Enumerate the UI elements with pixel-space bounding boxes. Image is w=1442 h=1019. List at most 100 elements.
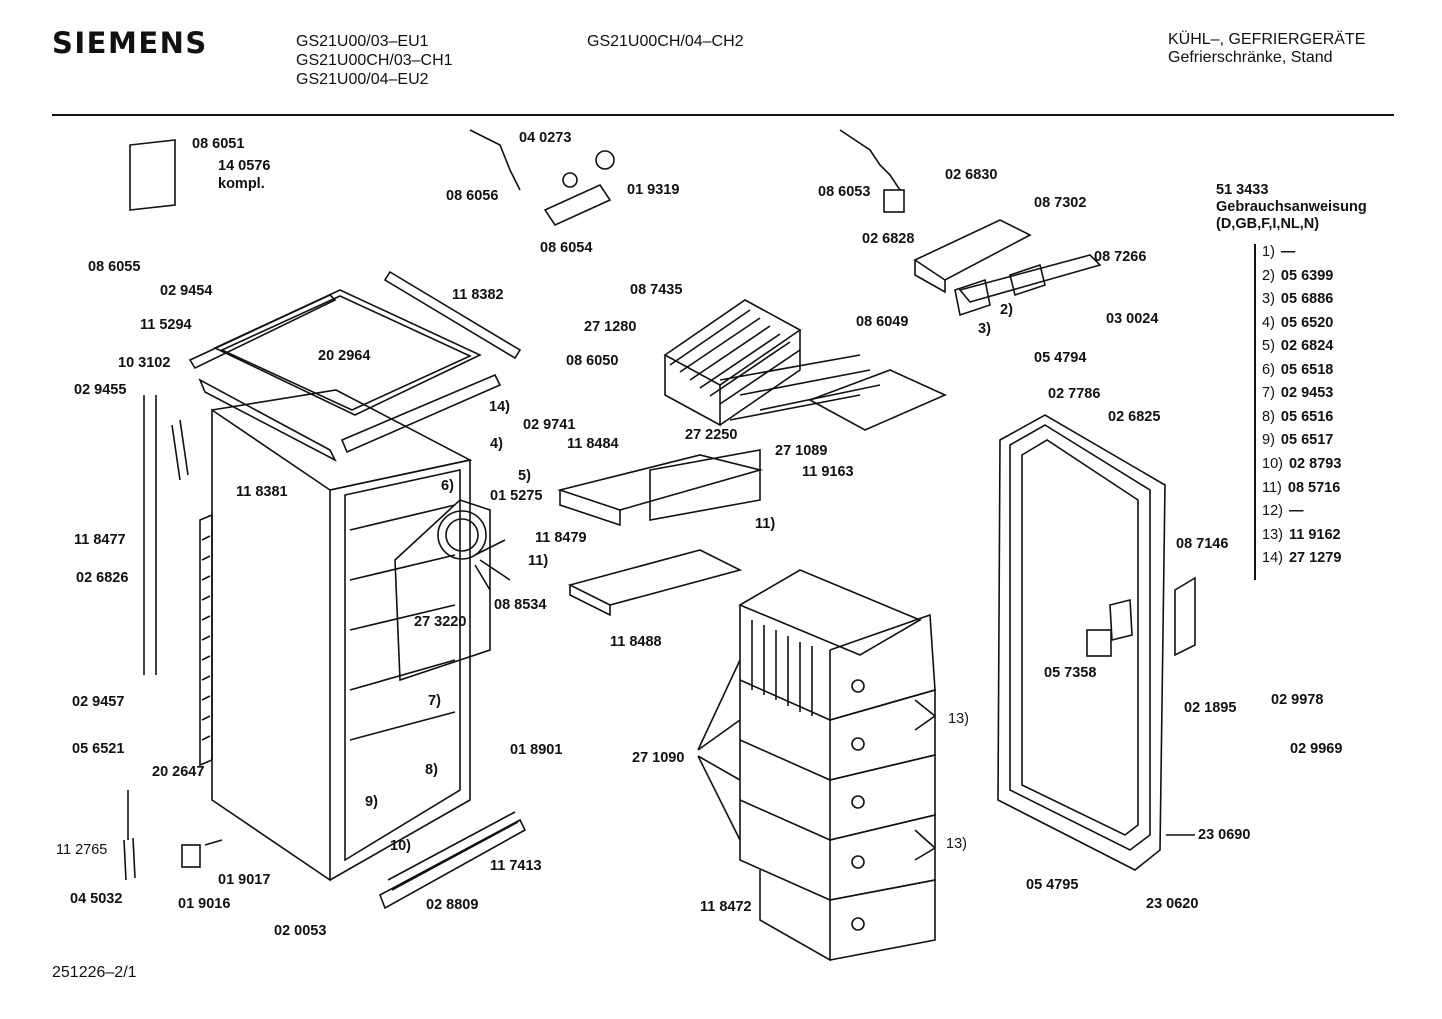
callout: 9): [365, 794, 378, 810]
part-label: 23 0620: [1146, 896, 1199, 912]
legend-row: 12)—: [1262, 503, 1422, 526]
thermostat-coil: [839, 129, 905, 213]
part-label: 10 3102: [118, 355, 171, 371]
callout: 10): [390, 838, 411, 854]
part-label: 08 6054: [540, 240, 593, 256]
legend-key: 11): [1262, 480, 1282, 496]
legend-key: 4): [1262, 315, 1275, 331]
legend-doc-number: 51 3433: [1216, 182, 1269, 198]
legend-row: 4) 05 6520: [1262, 315, 1422, 338]
legend-key: 9): [1262, 432, 1275, 448]
callout: 13): [948, 711, 969, 727]
legend-key: 7): [1262, 385, 1275, 401]
legend-value: —: [1280, 244, 1296, 260]
legend-doc-title: Gebrauchsanweisung: [1216, 199, 1367, 215]
model-number-1: GS21U00/03–EU1: [296, 33, 429, 50]
legend-languages: (D,GB,F,I,NL,N): [1216, 216, 1320, 232]
legend-row: 11)08 5716: [1262, 480, 1422, 503]
part-label: 02 1895: [1184, 700, 1237, 716]
model-number-3: GS21U00/04–EU2: [296, 71, 429, 88]
part-label: 11 2765: [56, 842, 108, 858]
brand-logo: SIEMENS: [52, 26, 208, 60]
part-label: 08 6053: [818, 184, 871, 200]
part-label: 27 3220: [414, 614, 467, 630]
callout: 5): [518, 468, 531, 484]
part-label: 27 1090: [632, 750, 685, 766]
part-label: 01 9017: [218, 872, 271, 888]
part-label: 01 5275: [490, 488, 543, 504]
part-label: 11 8488: [610, 634, 662, 650]
left-parts: [123, 139, 223, 881]
door: [997, 414, 1196, 871]
legend-row: 14)27 1279: [1262, 550, 1422, 573]
part-label: 02 9978: [1271, 692, 1324, 708]
legend-key: 13): [1262, 527, 1283, 543]
callout: 11): [528, 553, 549, 569]
legend-value: 05 6518: [1280, 362, 1334, 378]
part-label: 05 4794: [1034, 350, 1087, 366]
part-label: 05 7358: [1044, 665, 1097, 681]
legend-value: 05 6520: [1280, 315, 1334, 331]
part-label: 08 6050: [566, 353, 619, 369]
part-label: 02 6828: [862, 231, 915, 247]
part-label: 11 8472: [700, 899, 752, 915]
part-label: 01 9016: [178, 896, 231, 912]
legend-value: 05 6516: [1280, 409, 1334, 425]
callout: 7): [428, 693, 441, 709]
callout: 3): [978, 321, 991, 337]
part-label: 20 2647: [152, 764, 205, 780]
part-label: 11 7413: [490, 858, 542, 874]
legend-value: 02 6824: [1280, 338, 1334, 354]
legend-value: —: [1288, 503, 1304, 519]
legend-key: 6): [1262, 362, 1275, 378]
part-label: 08 7266: [1094, 249, 1147, 265]
legend-value: 02 8793: [1288, 456, 1342, 472]
part-label: 14 0576: [218, 158, 271, 174]
part-label: 02 9454: [160, 283, 213, 299]
part-label: 04 5032: [70, 891, 123, 907]
model-number-4: GS21U00CH/04–CH2: [587, 33, 744, 50]
part-label: 27 2250: [685, 427, 738, 443]
part-label: 08 7435: [630, 282, 683, 298]
legend-value: 05 6517: [1280, 432, 1334, 448]
callout: 6): [441, 478, 454, 494]
part-label: 11 5294: [140, 317, 192, 333]
part-label: 11 8381: [236, 484, 288, 500]
header-rule: [52, 114, 1394, 116]
legend-key: 3): [1262, 291, 1275, 307]
part-label: 08 6056: [446, 188, 499, 204]
part-label: 02 9969: [1290, 741, 1343, 757]
legend-row: 1) —: [1262, 244, 1422, 267]
legend-row: 5)02 6824: [1262, 338, 1422, 361]
part-label: 08 6049: [856, 314, 909, 330]
bottom-grill: [378, 811, 527, 910]
legend-row: 10)02 8793: [1262, 456, 1422, 479]
part-label: 01 8901: [510, 742, 563, 758]
part-label: 08 8534: [494, 597, 547, 613]
category-title: KÜHL–, GEFRIERGERÄTE: [1168, 31, 1366, 48]
part-label: 03 0024: [1106, 311, 1159, 327]
cabinet-body: [199, 389, 473, 882]
legend-row: 3)05 6886: [1262, 291, 1422, 314]
part-label: 11 8479: [535, 530, 587, 546]
legend-row: 8) 05 6516: [1262, 409, 1422, 432]
part-label: 01 9319: [627, 182, 680, 198]
callout: 4): [490, 436, 503, 452]
legend-key: 14): [1262, 550, 1283, 566]
part-label: 02 9741: [523, 417, 576, 433]
legend-value: 02 9453: [1280, 385, 1334, 401]
callout: 2): [1000, 302, 1013, 318]
legend-value: 11 9162: [1288, 527, 1341, 543]
legend-value: 05 6399: [1280, 268, 1334, 284]
legend-row: 9) 05 6517: [1262, 432, 1422, 455]
model-number-2: GS21U00CH/03–CH1: [296, 52, 453, 69]
part-label: 02 9457: [72, 694, 125, 710]
part-label: kompl.: [218, 176, 265, 192]
legend-row: 13) 11 9162: [1262, 527, 1422, 550]
legend-key: 8): [1262, 409, 1275, 425]
part-label: 27 1280: [584, 319, 637, 335]
part-label: 08 7146: [1176, 536, 1229, 552]
legend-key: 1): [1262, 244, 1275, 260]
callout: 14): [489, 399, 510, 415]
